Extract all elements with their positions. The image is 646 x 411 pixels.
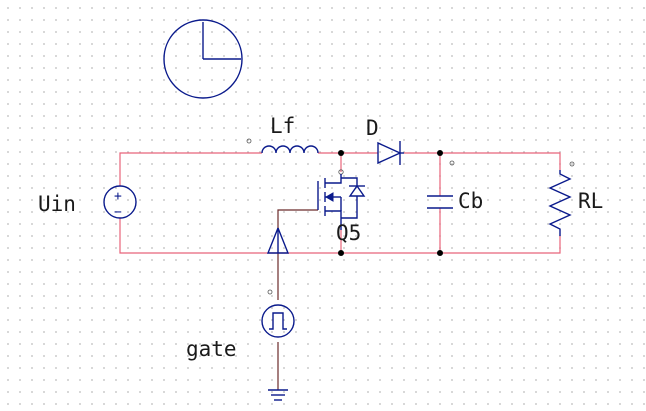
label-d: D: [366, 116, 379, 140]
gate-driver-probe[interactable]: [266, 212, 290, 254]
wire-gate-drive: [277, 209, 318, 300]
source-minus-sign: −: [114, 205, 122, 220]
label-lf: Lf: [270, 114, 295, 138]
voltage-source-uin[interactable]: + −: [103, 185, 137, 220]
junction-dots: [338, 150, 443, 256]
label-rl: RL: [578, 189, 603, 213]
label-gate: gate: [186, 337, 237, 361]
clock-icon[interactable]: [163, 19, 243, 99]
resistor-rl[interactable]: [548, 161, 575, 236]
wire-top-left: [119, 152, 262, 186]
capacitor-cb[interactable]: [427, 160, 455, 209]
diode-d[interactable]: [377, 141, 404, 165]
square-wave-source-icon[interactable]: [261, 289, 295, 338]
source-plus-sign: +: [114, 189, 122, 204]
ground-icon[interactable]: [268, 389, 288, 401]
label-q5: Q5: [336, 221, 361, 245]
inductor-lf[interactable]: [246, 138, 319, 154]
label-cb: Cb: [458, 189, 483, 213]
label-uin: Uin: [38, 192, 76, 216]
wire-top-right: [404, 152, 561, 170]
mosfet-q5[interactable]: [317, 169, 366, 230]
